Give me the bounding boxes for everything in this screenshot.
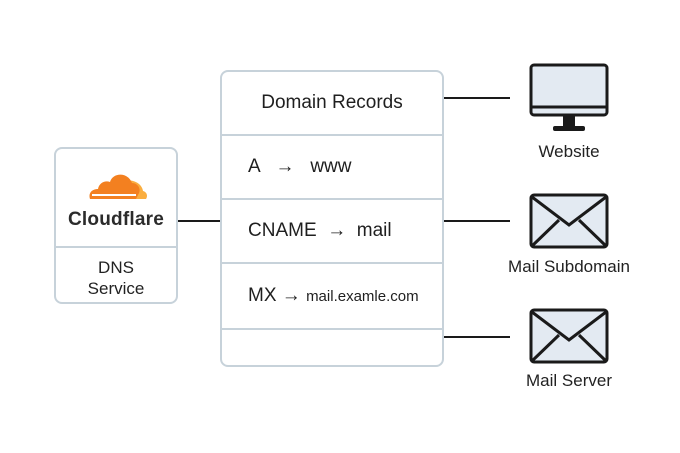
arrow-icon: → <box>327 220 347 241</box>
website-label: Website <box>538 142 600 161</box>
mail-server-label: Mail Server <box>526 371 612 390</box>
arrow-icon: → <box>275 156 295 177</box>
record-type: CNAME <box>248 220 317 241</box>
connector-records-mail-subdomain <box>444 220 510 222</box>
arrow-icon: → <box>281 285 301 306</box>
record-row-empty <box>222 328 442 365</box>
domain-records-table: Domain Records A → www CNAME → mail MX →… <box>220 70 444 367</box>
connector-records-mail-server <box>444 336 510 338</box>
divider <box>56 246 176 248</box>
cloud-icon <box>89 174 147 199</box>
record-row-a: A → www <box>222 134 442 198</box>
cloudflare-dns-box: Cloudflare DNS Service <box>54 147 178 304</box>
connector-cloudflare-records <box>178 220 220 222</box>
monitor-icon <box>529 63 609 131</box>
dns-service-label: DNS Service <box>56 257 176 299</box>
envelope-icon <box>529 193 609 249</box>
records-title: Domain Records <box>261 92 403 113</box>
record-target: www <box>310 156 352 177</box>
service-line-1: DNS <box>98 258 134 277</box>
service-line-2: Service <box>87 279 145 298</box>
record-row-cname: CNAME → mail <box>222 198 442 262</box>
record-row-mx: MX → mail.examle.com <box>222 262 442 328</box>
connector-records-website <box>444 97 510 99</box>
records-title-row: Domain Records <box>222 72 442 134</box>
record-target: mail <box>356 220 392 241</box>
envelope-icon <box>529 308 609 364</box>
record-target: mail.examle.com <box>306 288 419 305</box>
mail-subdomain-label: Mail Subdomain <box>508 257 630 276</box>
cloudflare-brand-text: Cloudflare <box>68 209 164 230</box>
record-type: MX <box>248 285 277 306</box>
record-type: A <box>248 156 260 177</box>
